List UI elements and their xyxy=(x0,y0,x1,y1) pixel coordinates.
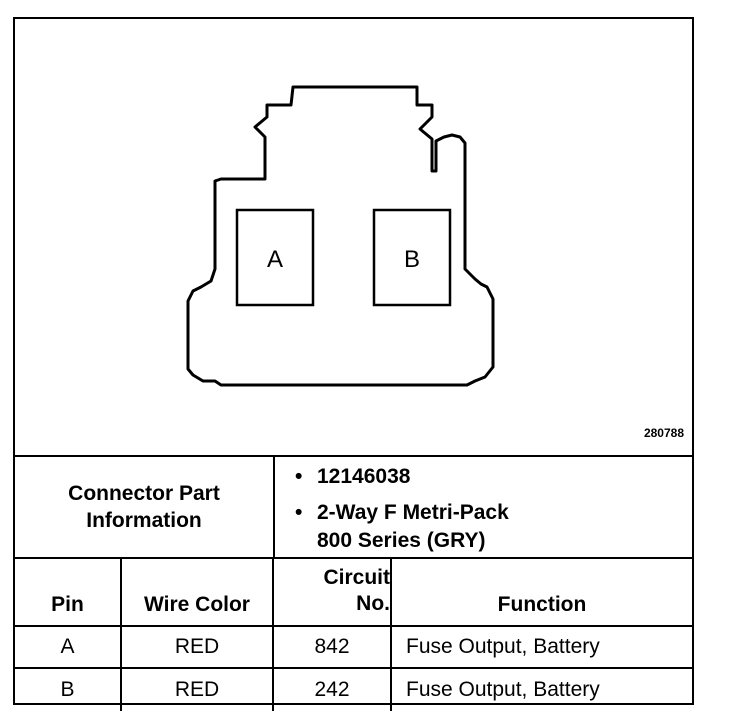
header-function: Function xyxy=(497,593,587,616)
header-circuit-line1: Circuit xyxy=(323,565,390,589)
part-number: 12146038 xyxy=(317,465,411,488)
connector-outline-drawing: A B xyxy=(186,85,495,387)
function-cell: Fuse Output, Battery xyxy=(406,635,600,658)
cavity-a-label: A xyxy=(267,246,283,273)
circuit-cell: 842 xyxy=(274,627,392,667)
pinout-table-header: Pin Wire Color Circuit No. Function xyxy=(15,559,692,627)
header-pin: Pin xyxy=(15,559,122,625)
connector-part-info-list: • 12146038 • 2-Way F Metri-Pack 800 Seri… xyxy=(275,457,692,557)
connector-part-info-label: Connector Part Information xyxy=(15,457,275,557)
connector-chart-frame: A B 280788 Connector Part Information • … xyxy=(13,17,694,711)
function-cell: Fuse Output, Battery xyxy=(406,678,600,701)
connector-description-line2: 800 Series (GRY) xyxy=(317,529,486,552)
drawing-id-number: 280788 xyxy=(643,426,684,440)
connector-description-item: • 2-Way F Metri-Pack xyxy=(295,499,509,527)
wire-color-cell: RED xyxy=(122,627,274,667)
part-number-item: • 12146038 xyxy=(295,463,411,491)
cavity-b xyxy=(372,208,452,307)
table-row: B RED 242 Fuse Output, Battery xyxy=(15,669,692,711)
info-label-line2: Information xyxy=(86,509,202,532)
info-label-line1: Connector Part xyxy=(68,481,220,505)
bullet-icon: • xyxy=(295,465,303,488)
connector-description-continuation: 800 Series (GRY) xyxy=(317,527,485,555)
wire-color-cell: RED xyxy=(122,669,274,711)
bullet-icon: • xyxy=(295,501,303,524)
circuit-cell: 242 xyxy=(274,669,392,711)
header-circuit-no: Circuit No. xyxy=(274,559,392,625)
cavity-a xyxy=(235,208,315,307)
connector-description-line1: 2-Way F Metri-Pack xyxy=(317,501,509,524)
connector-face-diagram: A B 280788 xyxy=(15,19,692,457)
pinout-table: Pin Wire Color Circuit No. Function A RE… xyxy=(15,559,692,711)
connector-housing-outline xyxy=(186,85,495,387)
pin-cell: A xyxy=(15,627,122,667)
header-wire-color: Wire Color xyxy=(122,559,274,625)
cavity-b-label: B xyxy=(404,246,420,273)
header-circuit-line2: No. xyxy=(356,591,390,615)
pin-cell: B xyxy=(15,669,122,711)
table-row: A RED 842 Fuse Output, Battery xyxy=(15,627,692,669)
connector-part-info-row: Connector Part Information • 12146038 • … xyxy=(15,457,692,559)
